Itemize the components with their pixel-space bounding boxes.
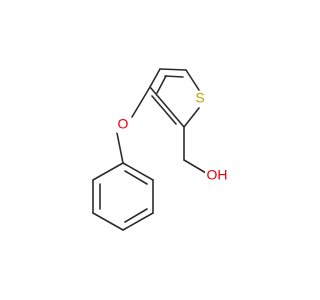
bond-ph-6-1 xyxy=(92,162,124,181)
bond-c2-c3-double xyxy=(151,95,177,125)
molecule-diagram: S O OH xyxy=(92,68,229,231)
bond-ch2-oh xyxy=(183,159,207,174)
atom-label-hydroxyl: OH xyxy=(205,167,229,184)
bond-c2-c3 xyxy=(149,86,185,128)
bond-ph-4-5 xyxy=(92,212,124,231)
structure-canvas: S O OH xyxy=(92,68,229,231)
bond-c3-o xyxy=(131,86,151,118)
bond-c4-c5-double xyxy=(164,75,184,78)
sulfur-label: S xyxy=(195,90,204,106)
atom-label-sulfur: S xyxy=(193,90,206,107)
hydroxyl-label: OH xyxy=(207,167,228,183)
atom-label-ether-oxygen: O xyxy=(117,116,130,133)
ether-oxygen-label: O xyxy=(118,116,129,132)
bond-s-c2 xyxy=(183,107,200,128)
bond-c3-c4-double xyxy=(156,75,167,94)
bond-ph-1-2 xyxy=(122,162,154,181)
bond-c5-s xyxy=(185,69,200,91)
phenyl-ring xyxy=(92,162,154,231)
bond-ph-3-4-double xyxy=(124,208,148,223)
bond-ph-3-4 xyxy=(122,212,154,231)
bond-c3-c4 xyxy=(149,68,161,88)
bond-o-phenyl xyxy=(116,132,124,164)
bond-c4-c5 xyxy=(159,68,187,71)
bond-ph-1-2-double xyxy=(124,170,148,185)
thiophene-ring xyxy=(149,68,200,128)
